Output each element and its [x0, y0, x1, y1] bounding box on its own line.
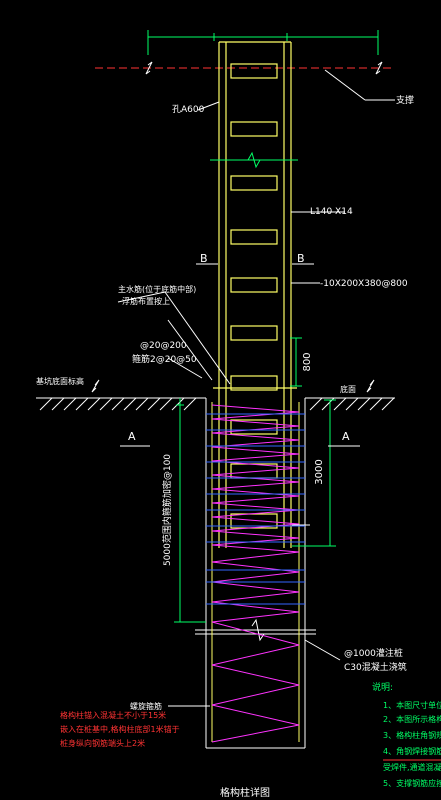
blue-rebars [206, 413, 305, 605]
note-2: 2、本图所示格构柱位 [383, 714, 441, 724]
pile-shaft [195, 398, 316, 749]
note-6: 5、支撑钢筋应按要求 [383, 778, 441, 788]
stirrup-label: @20@200 [140, 341, 187, 351]
note-1: 1、本图尺寸单位见设计 [383, 700, 441, 710]
note-4: 4、角钢焊接钢筋应 [383, 746, 441, 756]
section-markers [120, 263, 360, 447]
drawing-caption: 格构柱详图 [220, 786, 270, 799]
batten-plate-label: -10X200X380@800 [320, 279, 408, 289]
top-dimension [147, 30, 379, 55]
angle-steel-label: L140 X14 [310, 207, 353, 217]
dimension-3000-label: 3000 [314, 459, 325, 484]
spiral-zone-label: 5000范围内箍筋加密@100 [161, 454, 173, 566]
stirrup-dense-label: 箍筋2@20@50 [132, 353, 197, 365]
ground-surface [36, 379, 395, 411]
leader-lines [117, 69, 395, 707]
notes-title: 说明: [372, 681, 393, 693]
section-a-left-label: A [128, 430, 136, 443]
spiral-stirrups [211, 404, 300, 743]
red-note-3: 桩身纵向钢筋端头上2米 [60, 738, 145, 748]
red-note-1: 格构柱锚入混凝土不小于15米 [60, 710, 166, 720]
section-b-left-label: B [200, 252, 208, 265]
dimension-800-label: 800 [302, 352, 313, 371]
pile-concrete-label: C30混凝土浇筑 [344, 661, 407, 673]
column-break-mark [210, 151, 298, 169]
main-bar-sub-label: 浮筋布置按上 [122, 296, 170, 306]
pile-diameter-label: @1000灌注桩 [344, 647, 403, 659]
section-a-right-label: A [342, 430, 350, 443]
ground-right-label: 底面 [340, 384, 356, 394]
support-label: 支撑 [396, 94, 414, 106]
main-bar-label: 主水筋(位于底筋中部) [118, 284, 196, 294]
hole-diameter-label: 孔A600 [172, 104, 205, 115]
dimension-lines [174, 337, 336, 623]
red-note-2: 嵌入在桩基中,格构柱底部1米锚于 [60, 724, 180, 734]
note-5: 受焊件,通道混凝土浇 [383, 762, 441, 772]
bottom-rebar-label: 螺旋箍筋 [130, 701, 162, 711]
support-break-marks [145, 61, 383, 75]
section-b-right-label: B [297, 252, 305, 265]
lattice-column [213, 41, 297, 548]
note-3: 3、格构柱角钢规格见 [383, 730, 441, 740]
ground-level-label: 基坑底面标高 [36, 376, 84, 386]
